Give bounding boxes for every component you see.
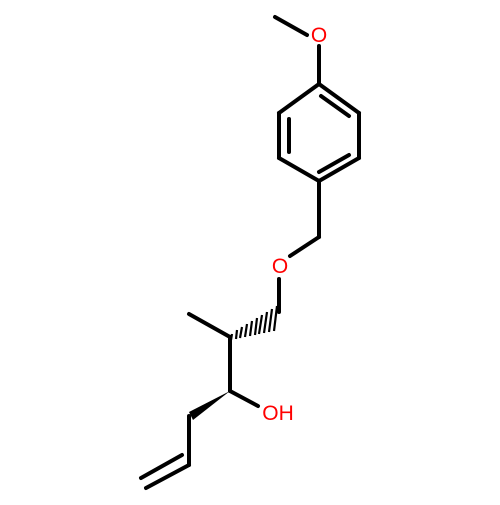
ring-bond-6 [277,82,321,115]
hydroxyl-label: OH [262,402,294,425]
allyl-double-outer [144,463,191,490]
ether-oxygen-label: O [272,255,288,278]
methoxy-methyl-bond [273,15,309,37]
ring-bond-1 [317,82,361,115]
ring-bond-4 [277,156,321,183]
methoxy-oxygen-label: O [311,24,327,47]
ring-bond-3 [317,156,361,183]
solid-wedge-bond [189,391,230,420]
methyl-branch-bond [187,312,232,339]
ring-inner-double-2 [317,153,351,174]
ring-inner-double-1 [319,94,351,118]
ch2-ether-bond [288,235,321,258]
hydroxyl-bond [228,389,260,408]
hashed-wedge-bond [229,305,279,341]
allyl-double-inner [139,453,184,480]
